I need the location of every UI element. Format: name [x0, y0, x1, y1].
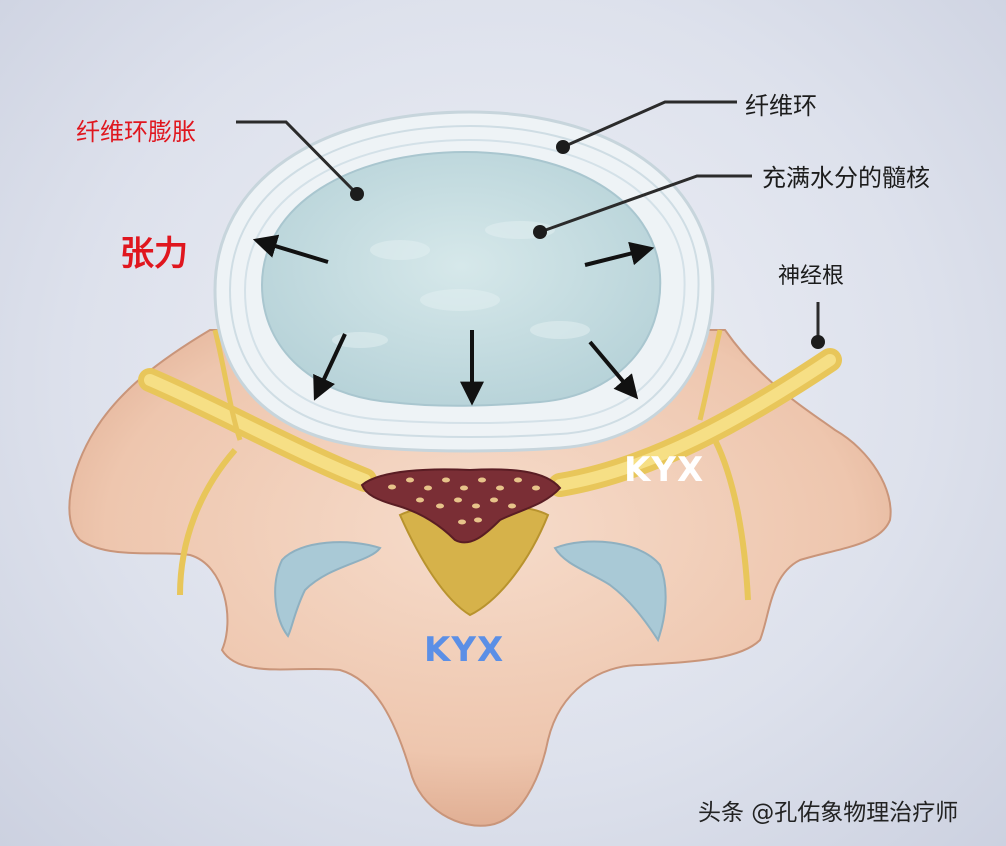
- label-tension: 张力: [120, 234, 188, 274]
- leader-nucleus: [539, 174, 752, 234]
- leader-ring-bulge: [236, 120, 359, 196]
- tension-arrows: [252, 234, 655, 406]
- source-credit: 头条 @孔佑象物理治疗师: [698, 800, 959, 826]
- facet-joint-right: [553, 540, 667, 643]
- label-ring-bulge: 纤维环膨胀: [76, 118, 196, 146]
- leader-dot-fiber-ring: [556, 140, 570, 154]
- label-nerve-root: 神经根: [778, 264, 845, 289]
- label-nucleus: 充满水分的髓核: [762, 164, 930, 192]
- spinal-cord: [360, 468, 562, 544]
- arrow-lower-left: [313, 333, 347, 401]
- watermark-1: KYX: [624, 450, 705, 490]
- arrow-upper-left: [252, 234, 329, 264]
- leader-dot-nucleus: [533, 225, 547, 239]
- leader-dot-ring-bulge: [350, 187, 364, 201]
- watermark-2: KYX: [424, 630, 505, 670]
- leader-fiber-ring: [562, 100, 737, 149]
- nerve-branch-left: [177, 448, 238, 596]
- intervertebral-disc: [213, 110, 715, 453]
- arrow-lower-right: [588, 340, 639, 400]
- leader-dot-nerve-root: [811, 335, 825, 349]
- nerve-roots: [138, 329, 842, 601]
- facet-joint-left: [274, 541, 382, 638]
- nucleus-pulposus: [260, 150, 662, 407]
- arrow-upper-right: [584, 241, 655, 267]
- nerve-branch-right: [712, 438, 751, 601]
- label-fiber-ring: 纤维环: [745, 92, 817, 120]
